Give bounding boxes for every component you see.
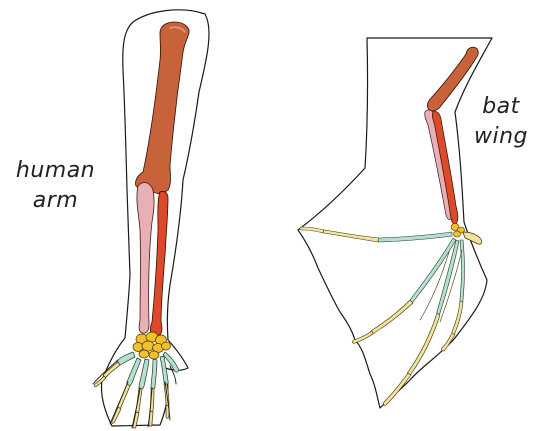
bat-wing [298,38,492,408]
human-arm [93,10,209,428]
human-label-line-1: human [8,157,103,185]
human-label-line-2: arm [8,187,103,215]
bat-wing-membrane [298,38,492,408]
bat-label-line-1: bat [470,93,532,121]
bat-label-line-2: wing [470,123,532,151]
